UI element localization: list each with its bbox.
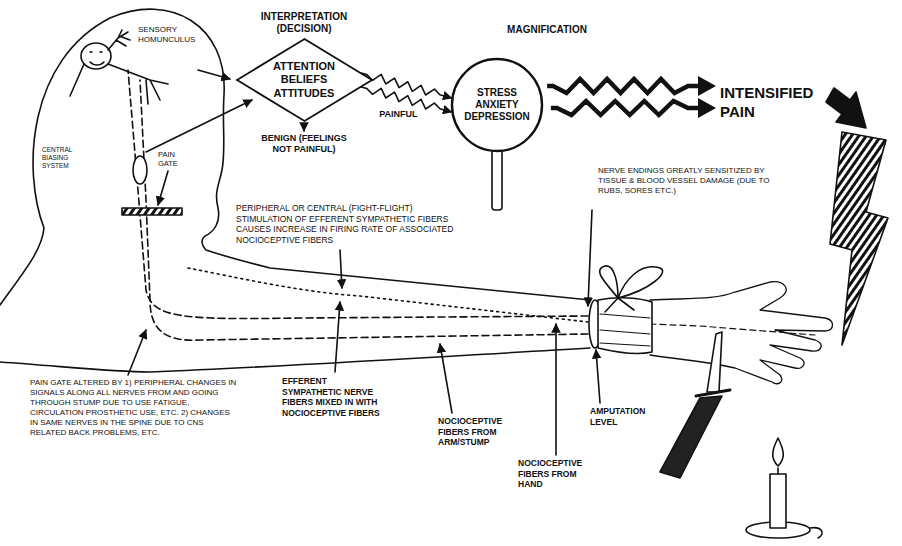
knife-guard (696, 390, 730, 396)
knife-blade (707, 332, 722, 392)
fiber-label: EFFERENT SYMPATHETIC NERVE FIBERS MIXED … (282, 376, 388, 419)
candle-handle (810, 528, 822, 538)
note-text: PERIPHERAL OR CENTRAL (FIGHT-FLIGHT) STI… (236, 203, 466, 246)
lens-text: STRESS ANXIETY DEPRESSION (464, 87, 530, 123)
decision-text: ATTENTION BELIEFS ATTITUDES (273, 60, 335, 100)
candle-flame (773, 438, 784, 466)
leader-line (146, 100, 252, 152)
note-text: PAIN GATE ALTERED BY 1) PERIPHERAL CHANG… (30, 378, 240, 438)
leader-line (596, 350, 600, 403)
head-outline (0, 9, 590, 305)
bandage-wrap (600, 314, 650, 346)
homunculus-body (70, 64, 168, 104)
homunculus-label: SENSORY HOMUNCULUS (138, 25, 210, 45)
structure-label: CENTRAL BIASING SYSTEM (42, 146, 88, 170)
candle-wick (777, 468, 779, 474)
leader-line (555, 324, 557, 455)
sympathetic-fiber (188, 268, 588, 322)
nociceptive-fiber (140, 80, 588, 340)
fiber-label: NOCIOCEPTIVE FIBERS FROM HAND (518, 458, 600, 490)
magnified-arrows (547, 76, 716, 118)
leader-line (588, 210, 592, 306)
magnified-arrowhead (698, 98, 716, 118)
magnifier-handle (492, 146, 502, 210)
leader-line (158, 171, 168, 205)
zigzag-connector (361, 73, 451, 112)
phantom-hand (650, 282, 833, 384)
magnifier-lens: MAGNIFICATIONSTRESS ANXIETY DEPRESSION (451, 58, 543, 152)
lens-shape (452, 59, 542, 151)
result-label: INTENSIFIED PAIN (720, 84, 828, 122)
pain-arrow (826, 88, 866, 128)
fiber-label: NOCIOCEPTIVE FIBERS FROM ARM/STUMP (438, 416, 532, 448)
pain-gate (122, 208, 182, 215)
leader-line (440, 344, 452, 413)
bandage (598, 298, 652, 354)
diamond-shape (237, 39, 372, 121)
bow-tail (605, 298, 634, 312)
bandage-bow (600, 266, 663, 298)
edge-label: PAINFUL (377, 109, 419, 120)
leader-line (198, 70, 230, 79)
biasing-system (133, 156, 147, 184)
decision-diamond: INTERPRETATION (DECISION)ATTENTION BELIE… (236, 38, 373, 122)
outcome-label: BENIGN (FEELINGS NOT PAINFUL) (260, 133, 348, 156)
lightning-bolt (830, 132, 888, 345)
magnifier-heading: MAGNIFICATION (507, 24, 587, 36)
arm-outline (0, 348, 590, 372)
leader-line (335, 302, 340, 372)
decision-heading: INTERPRETATION (DECISION) (261, 11, 347, 35)
magnified-zigzag (547, 79, 700, 93)
magnified-arrowhead (698, 76, 716, 96)
leader-line (303, 124, 305, 131)
candle (770, 474, 786, 528)
knife-handle (660, 396, 722, 478)
zigzag-line (361, 73, 451, 98)
note-text: NERVE ENDINGS GREATLY SENSITIZED BY TISS… (598, 166, 776, 196)
magnified-zigzag (551, 101, 700, 115)
leader-line (340, 250, 342, 288)
level-label: AMPUTATION LEVEL (590, 406, 664, 427)
homunculus-face (90, 52, 104, 65)
homunculus-head (81, 43, 111, 69)
structure-label: PAIN GATE (158, 150, 194, 169)
leader-line (128, 330, 146, 375)
homunculus-hand (108, 30, 130, 50)
